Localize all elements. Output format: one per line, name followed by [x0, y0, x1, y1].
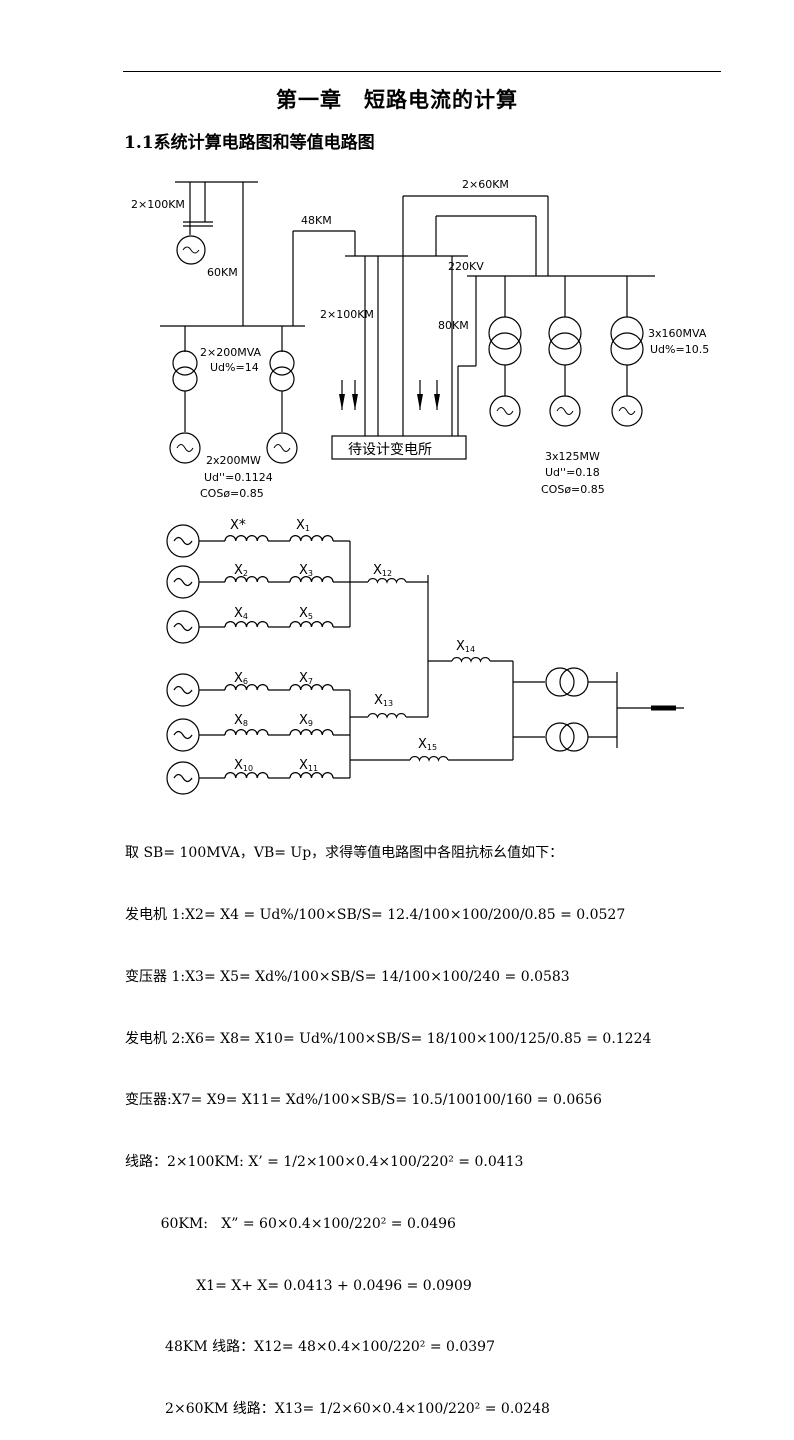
label-left-transformer-ud: Ud%=14 — [210, 361, 259, 374]
reactance-label-x13: X13 — [374, 693, 393, 708]
calc-line: 变压器 1:X3= X5= Xd%/100×SB/S= 14/100×100/2… — [125, 968, 570, 985]
label-line-80: 80KM — [438, 319, 469, 332]
system-circuit-diagram: 2×100KM 60KM 48KM 2×60KM 220KV 2×100KM 8… — [131, 178, 709, 500]
reactance-label-x14: X14 — [456, 639, 475, 654]
label-left-gen-ud: Ud''=0.1124 — [204, 471, 273, 484]
label-left-transformer: 2×200MVA — [200, 346, 262, 359]
label-right-gen-cos: COSø=0.85 — [541, 483, 605, 496]
label-line-60: 60KM — [207, 266, 238, 279]
header-rule — [123, 71, 721, 72]
label-right-gen: 3x125MW — [545, 450, 600, 463]
label-line-2x100-top: 2×100KM — [131, 198, 185, 211]
equivalent-circuit-diagram: X* X1 X2 X3 X4 X5 X6 X7 X8 X9 X10 X11 X1… — [166, 517, 684, 795]
calc-line: 48KM 线路：X12= 48×0.4×100/220² = 0.0397 — [125, 1339, 496, 1356]
reactance-label-x-star: X* — [230, 517, 246, 533]
reactance-label-x1: X1 — [296, 518, 310, 533]
label-right-transformer: 3x160MVA — [648, 327, 707, 340]
chapter-title: 第一章 短路电流的计算 — [276, 87, 518, 112]
label-line-2x100-mid: 2×100KM — [320, 308, 374, 321]
reactance-label-x5: X5 — [299, 606, 313, 621]
reactance-label-x3: X3 — [299, 563, 313, 578]
reactance-label-x6: X6 — [234, 671, 248, 686]
section-title: 1.1系统计算电路图和等值电路图 — [124, 133, 375, 153]
label-right-transformer-ud: Ud%=10.5 — [650, 343, 709, 356]
label-line-2x60: 2×60KM — [462, 178, 509, 191]
calc-line: 发电机 1:X2= X4 = Ud%/100×SB/S= 12.4/100×10… — [125, 906, 626, 923]
calc-line: X1= X+ X= 0.0413 + 0.0496 = 0.0909 — [125, 1277, 472, 1294]
label-line-48: 48KM — [301, 214, 332, 227]
reactance-label-x8: X8 — [234, 713, 248, 728]
substation-label: 待设计变电所 — [348, 442, 432, 458]
short-circuit-arrow — [651, 705, 676, 711]
reactance-label-x11: X11 — [299, 758, 318, 773]
calc-line: 发电机 2:X6= X8= X10= Ud%/100×SB/S= 18/100×… — [125, 1030, 652, 1047]
calc-line: 变压器:X7= X9= X11= Xd%/100×SB/S= 10.5/1001… — [125, 1092, 602, 1109]
calc-line: 60KM: X” = 60×0.4×100/220² = 0.0496 — [125, 1215, 456, 1232]
label-right-gen-ud: Ud''=0.18 — [545, 466, 600, 479]
reactance-label-x10: X10 — [234, 758, 253, 773]
calc-line: 取 SB= 100MVA，VB= Up，求得等值电路图中各阻抗标幺值如下： — [125, 845, 564, 862]
reactance-label-x12: X12 — [373, 563, 392, 578]
calculation-block: 取 SB= 100MVA，VB= Up，求得等值电路图中各阻抗标幺值如下： 发电… — [125, 802, 765, 1440]
reactance-label-x9: X9 — [299, 713, 313, 728]
calc-line: 线路：2×100KM: X’ = 1/2×100×0.4×100/220² = … — [125, 1154, 524, 1171]
reactance-label-x15: X15 — [418, 737, 437, 752]
label-left-gen-cos: COSø=0.85 — [200, 487, 264, 500]
reactance-label-x2: X2 — [234, 563, 248, 578]
label-bus-220kv: 220KV — [448, 260, 484, 273]
reactance-label-x4: X4 — [234, 606, 248, 621]
label-left-gen: 2x200MW — [206, 454, 261, 467]
reactance-label-x7: X7 — [299, 671, 313, 686]
calc-line: 2×60KM 线路：X13= 1/2×60×0.4×100/220² = 0.0… — [125, 1401, 550, 1418]
